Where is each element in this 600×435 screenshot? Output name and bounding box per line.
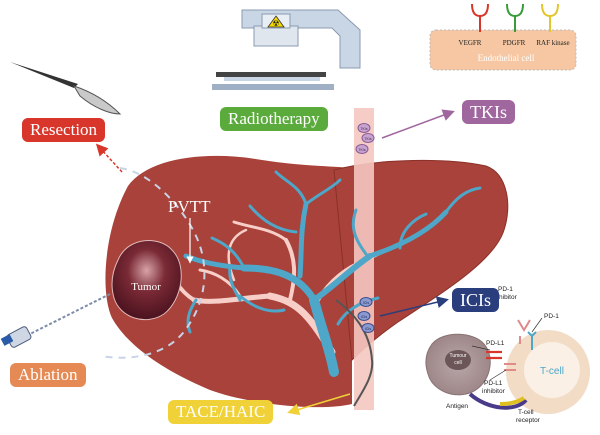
pdl1-label: PD-L1 [486, 340, 505, 347]
raf-receptor-icon [541, 3, 559, 32]
svg-text:☢: ☢ [272, 19, 279, 28]
vegfr-label: VEGFR [459, 39, 482, 47]
pd1-receptor-icon [527, 331, 537, 350]
tumour-nucleus [445, 350, 471, 370]
vessel-pills-tkis: TKIs TKIs TKIs [355, 123, 375, 154]
pdl1-inhibitor-leader [489, 369, 507, 381]
pd1-inhibitor-label-2: inhibitor [494, 294, 518, 301]
tkis-pill-3: TKIs [358, 148, 365, 152]
pd1-inhibitor-icon [517, 319, 531, 332]
vessel-pills-icis: ICIs ICIs ICIs [357, 297, 375, 333]
pvtt-label: PVTT [168, 197, 211, 216]
pd1-inhibitor-label-1: PD-1 [498, 286, 513, 293]
tcell-receptor-label-1: T-cell [518, 409, 534, 416]
tkis-pill-1: TKIs [360, 127, 367, 131]
raf-kinase-label: RAF kinase [536, 39, 569, 47]
pdl1-receptor-icon [486, 350, 502, 360]
pdl1-leader [471, 345, 491, 351]
endothelial-cell: VEGFR PDGFR RAF kinase Endothelial cell [429, 3, 577, 71]
antigen-label: Antigen [446, 403, 468, 410]
vegfr-receptor-icon [471, 3, 489, 32]
pd1-leader [531, 317, 543, 333]
icis-pill-2: ICIs [361, 315, 367, 319]
immune-checkpoint-cluster: T-cell Tumour cell PD-1 inhibitor PD-1 P… [425, 286, 590, 424]
catheter-line [335, 299, 374, 407]
tumor: Tumor [111, 240, 182, 321]
antigen-bridge [468, 392, 528, 410]
radiotherapy-label: Radiotherapy [220, 107, 328, 131]
scalpel-icon [10, 62, 122, 115]
pdl1-inhibitor-label-1: PD-L1 [484, 380, 503, 387]
tcell-inner [524, 342, 580, 398]
tumour-cell-label-2: cell [454, 360, 462, 366]
pd1-label: PD-1 [544, 313, 559, 320]
liver [105, 108, 509, 410]
resection-label: Resection [22, 118, 106, 142]
tumour-cell-label-1: Tumour [449, 353, 466, 359]
tcell-receptor-label-2: receptor [516, 417, 541, 424]
tkis-pill-2: TKIs [364, 137, 371, 141]
radiotherapy-machine-icon: ☢ [212, 9, 361, 90]
pdgfr-receptor-icon [506, 3, 524, 32]
endothelial-cell-label: Endothelial cell [478, 53, 535, 63]
icis-label: ICIs [452, 288, 499, 312]
resection-line [99, 167, 206, 359]
hepatic-vessels [183, 170, 482, 377]
tkis-arrow [381, 109, 455, 139]
tcell-label: T-cell [540, 366, 564, 377]
ablation-device-icon [0, 293, 111, 348]
icis-pill-1: ICIs [363, 301, 369, 305]
pdl1-inhibitor-label-2: inhibitor [482, 388, 506, 395]
tace-haic-arrow [287, 393, 351, 416]
tace-haic-label: TACE/HAIC [168, 400, 274, 424]
icis-arrow [379, 296, 449, 317]
tumor-label: Tumor [131, 281, 161, 293]
resection-arrow [95, 143, 123, 173]
tkis-label: TKIs [462, 100, 515, 124]
ablation-label: Ablation [10, 363, 86, 387]
tcell-receptor-bridge [499, 396, 526, 406]
pdgfr-label: PDGFR [503, 39, 526, 47]
icis-pill-3: ICIs [365, 327, 371, 331]
